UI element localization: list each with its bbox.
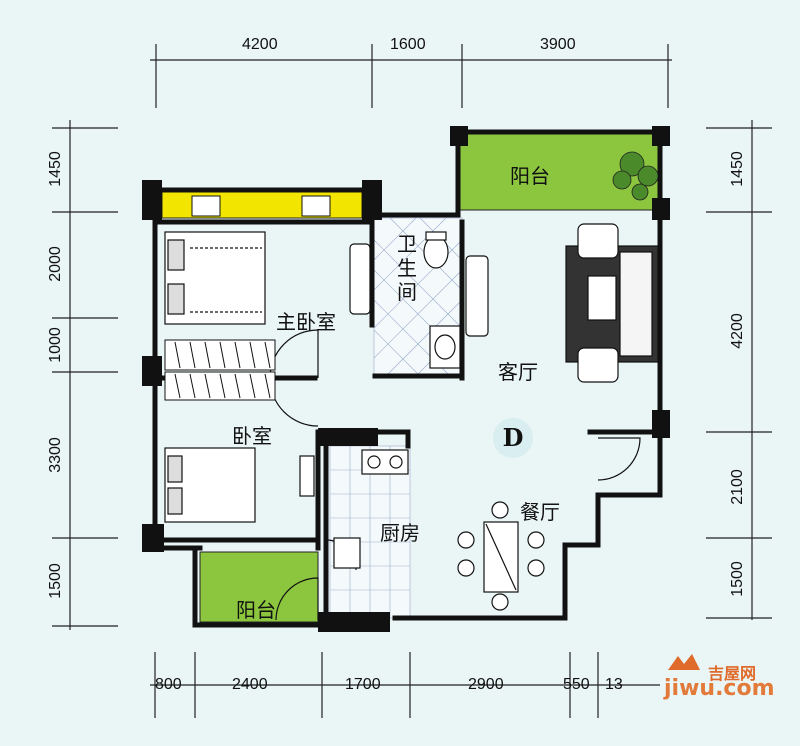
dim-bottom-5: 550: [563, 676, 590, 693]
sofa-set: [565, 223, 659, 383]
watermark-logo-icon: [668, 654, 700, 670]
structural-columns: [142, 126, 670, 632]
dim-left-2: 2000: [46, 246, 64, 282]
window-frames: [191, 195, 331, 217]
watermark-name: 吉屋网: [708, 664, 757, 683]
dim-bottom-1: 800: [155, 676, 182, 693]
dim-top-2: 1600: [390, 36, 426, 53]
dim-left-3: 1000: [46, 327, 64, 363]
unit-type-badge: D: [493, 418, 533, 458]
room-label-bedroom: 卧室: [232, 424, 272, 448]
second-bed: [164, 447, 315, 523]
wardrobe: [164, 339, 276, 401]
kitchen-fixtures: [333, 449, 409, 569]
dim-left-1: 1450: [46, 151, 64, 187]
room-label-kitchen: 厨房: [380, 521, 420, 545]
dim-bottom-3: 1700: [345, 676, 381, 693]
dining-set: [457, 501, 545, 611]
room-label-bathroom: 卫生间: [397, 232, 417, 304]
dim-bottom-4: 2900: [468, 676, 504, 693]
dimension-lines: [52, 44, 772, 718]
dim-top-1: 4200: [242, 36, 278, 53]
dim-right-2: 4200: [728, 313, 746, 349]
room-label-balcony-north: 阳台: [510, 164, 550, 188]
dim-right-1: 1450: [728, 151, 746, 187]
bathroom-fixtures: [349, 231, 461, 369]
room-label-master-bedroom: 主卧室: [276, 310, 336, 334]
dim-right-3: 2100: [728, 469, 746, 505]
master-bed: [164, 231, 266, 325]
plant-decoration: [612, 151, 659, 201]
room-label-dining-room: 餐厅: [520, 500, 560, 524]
kitchen-tiles: [329, 445, 411, 619]
dim-bottom-6: 13: [605, 676, 623, 693]
dim-left-5: 1500: [46, 563, 64, 599]
dim-left-4: 3300: [46, 437, 64, 473]
tv-cabinet: [465, 255, 489, 337]
watermark-site: jiwu.com: [664, 676, 775, 701]
room-label-living-room: 客厅: [498, 360, 538, 384]
balcony-south-fill: [199, 551, 319, 623]
dim-top-3: 3900: [540, 36, 576, 53]
dim-right-4: 1500: [728, 561, 746, 597]
dim-bottom-2: 2400: [232, 676, 268, 693]
room-label-balcony-south: 阳台: [236, 598, 276, 622]
